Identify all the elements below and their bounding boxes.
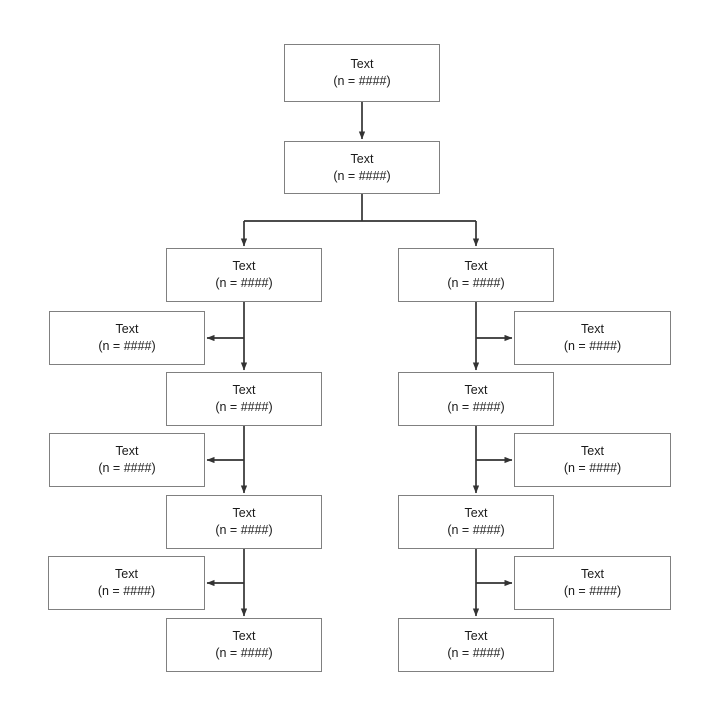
node-left-side-1[interactable]: Text (n = ####) <box>49 311 205 365</box>
node-left-3-line2: (n = ####) <box>215 523 273 537</box>
node-left-4-line1: Text <box>232 629 256 643</box>
node-left-1[interactable]: Text (n = ####) <box>166 248 322 302</box>
node-second-line1: Text <box>350 151 374 166</box>
node-right-side-2-line2: (n = ####) <box>563 461 622 475</box>
node-right-side-3-line1: Text <box>581 567 604 581</box>
node-right-side-2-line1: Text <box>581 444 604 458</box>
node-second-line2: (n = ####) <box>333 168 391 183</box>
node-left-1-line2: (n = ####) <box>215 276 273 290</box>
node-right-side-1-line1: Text <box>581 322 604 336</box>
node-left-2-line1: Text <box>232 383 256 397</box>
node-left-side-3[interactable]: Text (n = ####) <box>48 556 205 610</box>
node-right-side-1[interactable]: Text (n = ####) <box>514 311 671 365</box>
node-left-2-line2: (n = ####) <box>215 400 273 414</box>
node-left-side-3-line1: Text <box>115 567 138 581</box>
node-left-2[interactable]: Text (n = ####) <box>166 372 322 426</box>
node-left-side-3-line2: (n = ####) <box>97 584 156 598</box>
node-right-3[interactable]: Text (n = ####) <box>398 495 554 549</box>
node-top-line2: (n = ####) <box>333 74 391 88</box>
node-left-side-1-line1: Text <box>115 322 139 336</box>
node-right-1-line2: (n = ####) <box>447 276 505 290</box>
node-left-side-2-line2: (n = ####) <box>98 461 156 475</box>
node-left-3-line1: Text <box>232 506 256 520</box>
node-left-side-2-line1: Text <box>115 444 139 458</box>
node-right-4-line1: Text <box>464 629 488 643</box>
node-right-3-line2: (n = ####) <box>447 523 505 537</box>
node-left-1-line1: Text <box>232 259 256 273</box>
node-left-3[interactable]: Text (n = ####) <box>166 495 322 549</box>
node-right-side-1-line2: (n = ####) <box>563 339 622 353</box>
node-top[interactable]: Text (n = ####) <box>284 44 440 102</box>
node-top-line1: Text <box>350 57 374 71</box>
node-right-side-2[interactable]: Text (n = ####) <box>514 433 671 487</box>
node-right-1-line1: Text <box>464 259 488 273</box>
node-left-side-1-line2: (n = ####) <box>98 339 156 353</box>
node-left-side-2[interactable]: Text (n = ####) <box>49 433 205 487</box>
node-left-4-line2: (n = ####) <box>215 646 273 660</box>
node-right-side-3-line2: (n = ####) <box>563 584 622 598</box>
node-left-4[interactable]: Text (n = ####) <box>166 618 322 672</box>
node-right-4[interactable]: Text (n = ####) <box>398 618 554 672</box>
node-right-side-3[interactable]: Text (n = ####) <box>514 556 671 610</box>
node-right-2-line2: (n = ####) <box>447 400 505 414</box>
node-right-4-line2: (n = ####) <box>447 646 505 660</box>
node-right-1[interactable]: Text (n = ####) <box>398 248 554 302</box>
node-second[interactable]: Text (n = ####) <box>284 141 440 194</box>
node-right-3-line1: Text <box>464 506 488 520</box>
node-right-2-line1: Text <box>464 383 488 397</box>
node-right-2[interactable]: Text (n = ####) <box>398 372 554 426</box>
